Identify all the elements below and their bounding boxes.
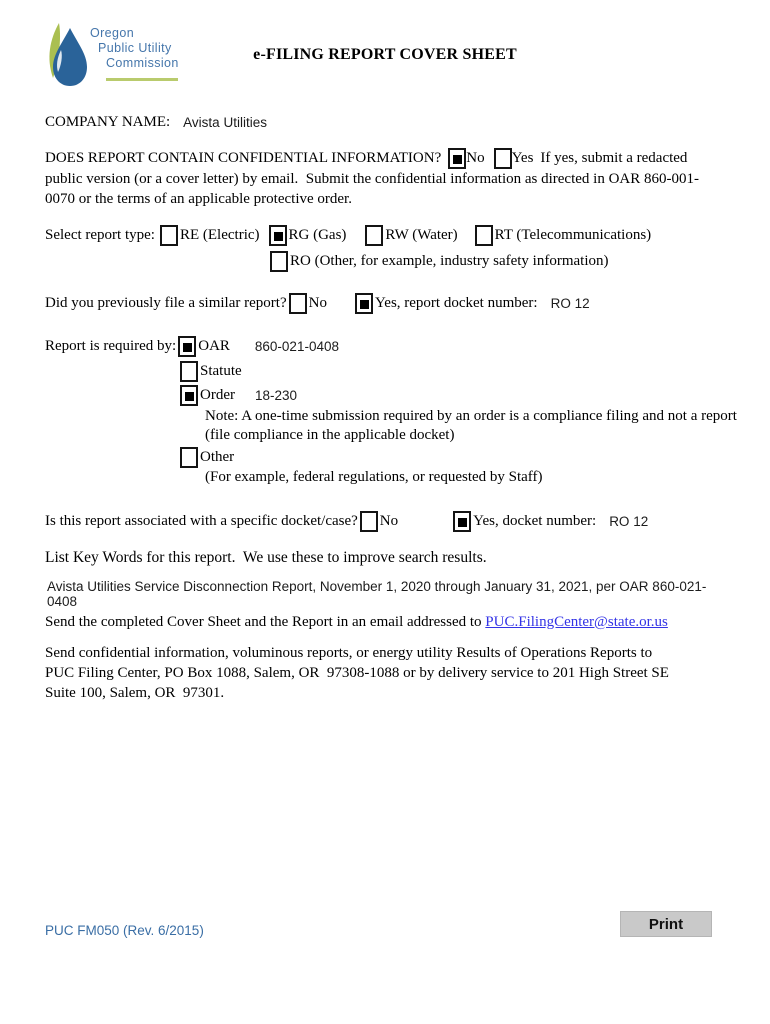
confidential-yes-checkbox[interactable] (493, 147, 512, 169)
previous-report-row: Did you previously file a similar report… (45, 291, 590, 315)
docket-case-no-checkbox[interactable] (359, 510, 378, 532)
report-type-rg-label: RG (Gas) (288, 226, 347, 243)
docket-case-question: Is this report associated with a specifi… (45, 512, 358, 529)
keywords-label: List Key Words for this report. We use t… (45, 549, 487, 566)
confidential-question-row: DOES REPORT CONTAIN CONFIDENTIAL INFORMA… (45, 146, 687, 170)
email-instruction-text: Send the completed Cover Sheet and the R… (45, 613, 486, 630)
report-type-rw-label: RW (Water) (385, 226, 458, 243)
required-by-order-note-line1: Note: A one-time submission required by … (205, 408, 737, 424)
required-by-order-checkbox[interactable] (180, 384, 198, 406)
logo-wordmark: Oregon Public Utility Commission (72, 26, 179, 71)
report-type-label: Select report type: (45, 226, 155, 243)
required-by-label: Report is required by: (45, 337, 177, 354)
logo-line-oregon: Oregon (90, 26, 135, 40)
required-by-oar-field[interactable]: 860-021-0408 (254, 338, 339, 354)
required-by-order-field[interactable]: 18-230 (254, 387, 298, 403)
company-name-field[interactable]: Avista Utilities (183, 114, 267, 130)
report-type-re-checkbox[interactable] (159, 224, 178, 246)
water-drop-leaf-icon (49, 23, 87, 86)
report-type-rw-checkbox[interactable] (365, 224, 384, 246)
required-by-order-note-line2: (file compliance in the applicable docke… (205, 427, 455, 443)
mail-instruction-line3: Suite 100, Salem, OR 97301. (45, 685, 225, 701)
previous-report-question: Did you previously file a similar report… (45, 294, 287, 311)
report-type-row: Select report type: RE (Electric) RG (Ga… (45, 223, 651, 247)
required-by-statute-checkbox[interactable] (180, 360, 198, 382)
logo-line-public-utility: Public Utility (98, 41, 172, 55)
form-id-label: PUC FM050 (Rev. 6/2015) (45, 923, 204, 938)
print-button-label: Print (648, 915, 684, 933)
confidential-yes-label: Yes (511, 149, 534, 166)
report-type-rg-checkbox[interactable] (268, 224, 287, 246)
logo-underline (106, 78, 178, 81)
required-by-order-label: Order (200, 386, 235, 403)
confidential-instruction-start: If yes, submit a redacted (540, 149, 688, 166)
company-name-row: COMPANY NAME: Avista Utilities (45, 110, 267, 134)
keywords-field[interactable]: Avista Utilities Service Disconnection R… (47, 579, 707, 609)
confidential-question: DOES REPORT CONTAIN CONFIDENTIAL INFORMA… (45, 149, 442, 166)
report-type-rt-checkbox[interactable] (474, 224, 493, 246)
report-type-ro-row: RO (Other, for example, industry safety … (270, 249, 608, 273)
report-type-rt-label: RT (Telecommunications) (494, 226, 652, 243)
logo-line-commission: Commission (106, 56, 179, 70)
previous-report-no-label: No (308, 294, 327, 311)
docket-case-docket-field[interactable]: RO 12 (609, 513, 649, 529)
confidential-no-checkbox[interactable] (448, 147, 467, 169)
report-type-ro-checkbox[interactable] (270, 250, 288, 272)
previous-report-docket-field[interactable]: RO 12 (550, 295, 590, 311)
filing-center-email-link[interactable]: PUC.FilingCenter@state.or.us (485, 613, 668, 630)
report-type-re-label: RE (Electric) (179, 226, 260, 243)
confidential-no-label: No (466, 149, 485, 166)
mail-instruction-line2: PUC Filing Center, PO Box 1088, Salem, O… (45, 665, 669, 681)
previous-report-yes-label: Yes, report docket number: (374, 294, 538, 311)
required-by-other-label: Other (200, 448, 235, 465)
required-by-oar-label: OAR (198, 337, 230, 354)
company-name-label: COMPANY NAME: (45, 113, 171, 130)
docket-case-yes-label: Yes, docket number: (473, 512, 597, 529)
previous-report-yes-checkbox[interactable] (354, 292, 373, 314)
page-title: e-FILING REPORT COVER SHEET (253, 46, 517, 63)
email-instruction-row: Send the completed Cover Sheet and the R… (45, 610, 668, 634)
confidential-instruction-line2: public version (or a cover letter) by em… (45, 171, 699, 187)
puc-logo: Oregon Public Utility Commission (45, 20, 195, 92)
report-type-ro-label: RO (Other, for example, industry safety … (290, 252, 609, 269)
previous-report-no-checkbox[interactable] (288, 292, 307, 314)
required-by-oar-row: Report is required by: OAR 860-021-0408 (45, 334, 339, 358)
docket-case-no-label: No (379, 512, 399, 529)
docket-case-row: Is this report associated with a specifi… (45, 509, 648, 533)
required-by-statute-row: Statute (180, 359, 242, 383)
required-by-other-note: (For example, federal regulations, or re… (205, 469, 543, 485)
mail-instruction-line1: Send confidential information, voluminou… (45, 645, 653, 661)
required-by-order-row: Order 18-230 (180, 383, 297, 407)
docket-case-yes-checkbox[interactable] (453, 510, 472, 532)
required-by-statute-label: Statute (200, 362, 242, 379)
required-by-other-row: Other (180, 445, 234, 469)
required-by-oar-checkbox[interactable] (178, 335, 197, 357)
confidential-instruction-line3: 0070 or the terms of an applicable prote… (45, 191, 352, 207)
required-by-other-checkbox[interactable] (180, 446, 198, 468)
print-button[interactable]: Print (620, 911, 712, 937)
